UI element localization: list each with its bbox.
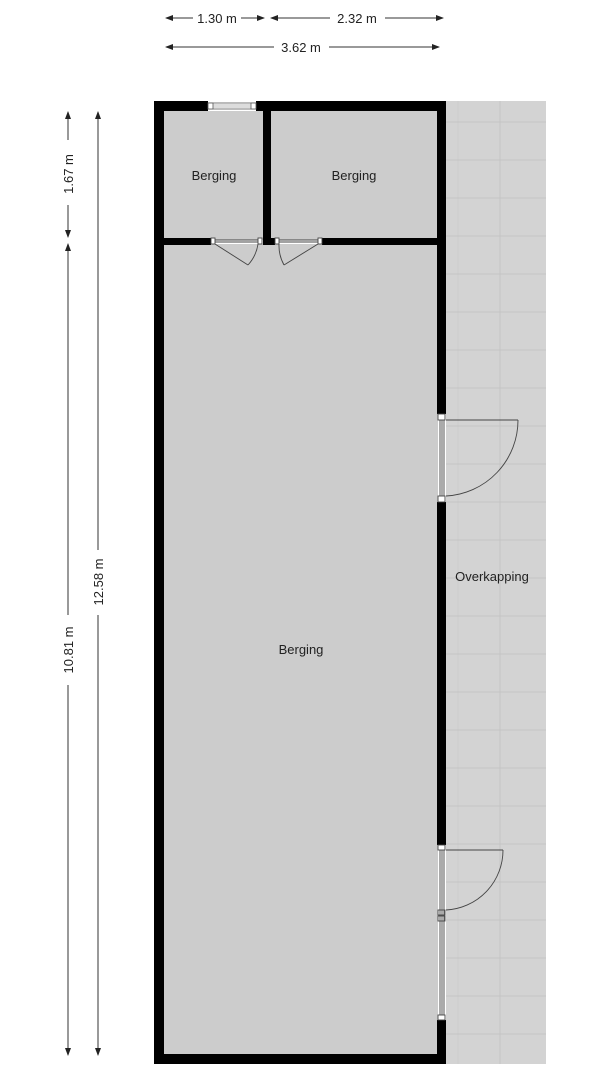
label-berging-right: Berging bbox=[332, 168, 377, 183]
door-exterior-bottom bbox=[437, 844, 504, 1021]
door-berging-small bbox=[210, 237, 263, 266]
dimension-left bbox=[65, 111, 101, 1056]
label-berging-main: Berging bbox=[279, 642, 324, 657]
room-berging-main bbox=[164, 244, 438, 1054]
overkapping-area bbox=[446, 101, 546, 1064]
dim-left-main: 10.81 m bbox=[61, 627, 76, 674]
dimension-top bbox=[165, 15, 444, 50]
label-overkapping: Overkapping bbox=[455, 569, 529, 584]
window-top bbox=[207, 102, 257, 110]
dim-top-total: 3.62 m bbox=[281, 40, 321, 55]
door-berging-right bbox=[274, 237, 323, 266]
label-berging-small: Berging bbox=[192, 168, 237, 183]
dim-left-total: 12.58 m bbox=[91, 559, 106, 606]
room-berging-right bbox=[271, 111, 437, 240]
dim-top-small: 1.30 m bbox=[197, 11, 237, 26]
walls bbox=[154, 101, 446, 1064]
room-berging-small bbox=[164, 111, 263, 240]
dim-left-top: 1.67 m bbox=[61, 154, 76, 194]
door-exterior-top bbox=[437, 413, 519, 503]
dim-top-right: 2.32 m bbox=[337, 11, 377, 26]
